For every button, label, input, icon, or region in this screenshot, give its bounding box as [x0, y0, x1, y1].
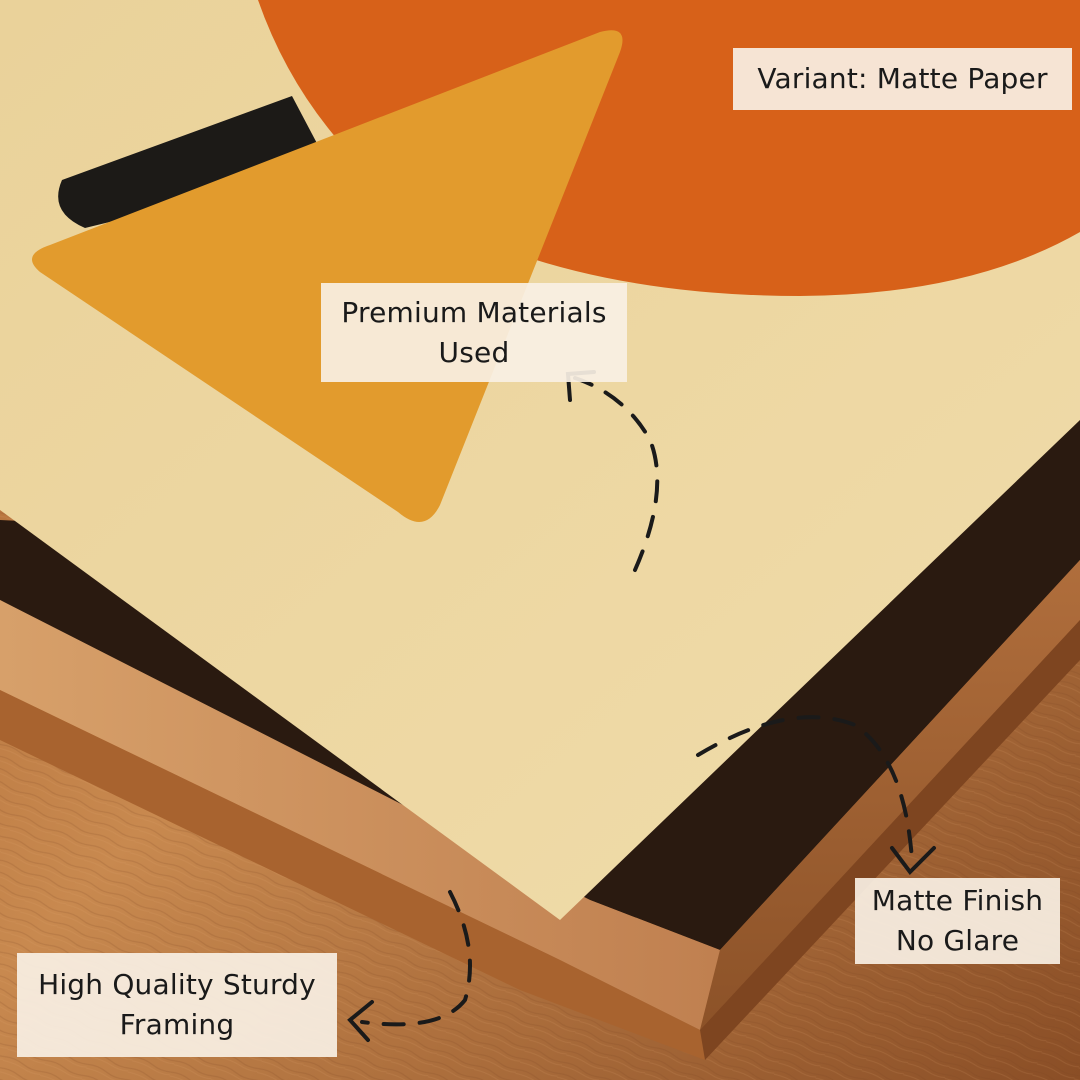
frame-right-face	[700, 620, 1080, 1060]
framing-label-line1: High Quality Sturdy	[38, 968, 316, 1002]
frame-front-face	[0, 690, 705, 1060]
premium-label-line1: Premium Materials	[341, 295, 607, 329]
framing-label: High Quality Sturdy Framing	[17, 953, 337, 1057]
matte-label-line2: No Glare	[895, 924, 1020, 957]
variant-label: Variant: Matte Paper	[733, 48, 1072, 110]
framing-arrow-icon	[347, 890, 472, 1042]
amber-triangle-shape	[32, 30, 623, 522]
matte-arrow-icon	[696, 715, 936, 876]
matte-finish-label: Matte Finish No Glare	[855, 878, 1060, 964]
premium-label-line2: Used	[438, 335, 510, 369]
frame-right-rail	[700, 560, 1080, 1030]
matte-label-line1: Matte Finish	[871, 884, 1044, 918]
variant-label-text: Variant: Matte Paper	[757, 62, 1048, 96]
black-bar-shape	[58, 96, 330, 228]
frame-front-rail	[0, 600, 720, 1030]
premium-materials-label: Premium Materials Used	[321, 283, 627, 382]
framing-label-line2: Framing	[119, 1008, 235, 1041]
